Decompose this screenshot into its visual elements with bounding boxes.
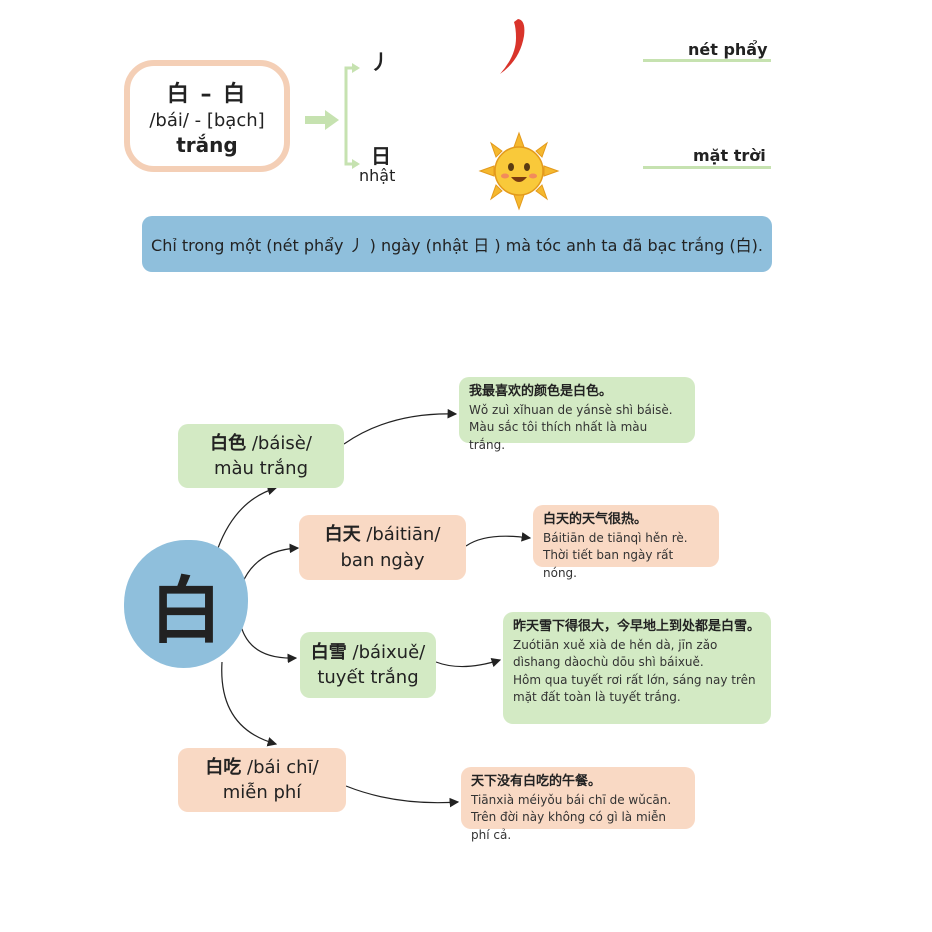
- word-hanzi: 白天: [324, 524, 361, 546]
- word-pinyin: /bái chī/: [247, 756, 319, 778]
- sun-icon: [478, 131, 560, 211]
- connector-line: [643, 166, 771, 169]
- word-meaning: ban ngày: [340, 549, 425, 571]
- component-sun-reading: nhật: [359, 166, 396, 185]
- example-chinese: 天下没有白吃的午餐。: [471, 774, 602, 789]
- example-box-baixue: 昨天雪下得很大，今早地上到处都是白雪。 Zuótiān xuě xià de h…: [503, 612, 771, 724]
- word-hanzi: 白雪: [310, 641, 347, 663]
- word-box-baichi: 白吃 /bái chī/ miễn phí: [178, 748, 346, 812]
- connector-line: [643, 59, 771, 62]
- word-pinyin: /báitiān/: [366, 524, 441, 546]
- example-box-baise: 我最喜欢的颜色是白色。 Wǒ zuì xǐhuan de yánsè shì b…: [459, 377, 695, 452]
- bracket: [344, 63, 360, 169]
- word-hanzi: 白色: [210, 432, 247, 454]
- word-pinyin: /báisè/: [251, 432, 312, 454]
- component-sun-char: 日: [371, 144, 391, 168]
- component-stroke-char: 丿: [370, 50, 390, 74]
- main-meaning: trắng: [176, 132, 238, 157]
- center-circle: 白: [124, 540, 248, 668]
- example-vietnamese: Trên đời này không có gì là miễn phí cả.: [471, 810, 666, 842]
- word-box-baise: 白色 /báisè/ màu trắng: [178, 424, 344, 488]
- red-stroke-icon: [500, 19, 525, 74]
- word-pinyin: /báixuě/: [352, 641, 426, 663]
- main-pronunciation: /bái/ - [bạch]: [149, 109, 265, 131]
- mnemonic-text: Chỉ trong một (nét phẩy 丿 ) ngày (nhật 日…: [151, 236, 763, 255]
- word-hanzi: 白吃: [205, 756, 242, 778]
- arrow-right-icon: [305, 110, 339, 130]
- word-box-baixue: 白雪 /báixuě/ tuyết trắng: [300, 632, 436, 698]
- main-character-box: 白 – 白 /bái/ - [bạch] trắng: [124, 60, 290, 172]
- main-hanzi: 白 – 白: [166, 81, 248, 107]
- word-meaning: tuyết trắng: [317, 667, 419, 688]
- example-pinyin: Zuótiān xuě xià de hěn dà, jīn zǎo dìsha…: [513, 637, 718, 670]
- example-box-baichi: 天下没有白吃的午餐。 Tiānxià méiyǒu bái chī de wǔc…: [461, 767, 695, 842]
- example-pinyin: Tiānxià méiyǒu bái chī de wǔcān.: [471, 792, 672, 807]
- word-box-baitian: 白天 /báitiān/ ban ngày: [299, 515, 466, 580]
- example-chinese: 白天的天气很热。: [543, 512, 648, 527]
- example-box-baitian: 白天的天气很热。 Báitiān de tiānqì hěn rè. Thời …: [533, 505, 719, 580]
- example-pinyin: Wǒ zuì xǐhuan de yánsè shì báisè.: [469, 402, 673, 417]
- mnemonic-sentence: Chỉ trong một (nét phẩy 丿 ) ngày (nhật 日…: [142, 216, 772, 272]
- example-chinese: 昨天雪下得很大，今早地上到处都是白雪。: [513, 619, 761, 634]
- word-meaning: màu trắng: [213, 458, 309, 479]
- example-vietnamese: Hôm qua tuyết rơi rất lớn, sáng nay trên…: [513, 672, 756, 705]
- component-stroke-label: nét phẩy: [688, 40, 768, 59]
- example-pinyin: Báitiān de tiānqì hěn rè.: [543, 530, 688, 545]
- word-meaning: miễn phí: [222, 782, 302, 803]
- example-vietnamese: Thời tiết ban ngày rất nóng.: [543, 548, 674, 580]
- example-vietnamese: Màu sắc tôi thích nhất là màu trắng.: [469, 420, 648, 452]
- example-chinese: 我最喜欢的颜色是白色。: [469, 384, 613, 399]
- component-sun-label: mặt trời: [693, 146, 766, 165]
- center-character: 白: [149, 567, 222, 653]
